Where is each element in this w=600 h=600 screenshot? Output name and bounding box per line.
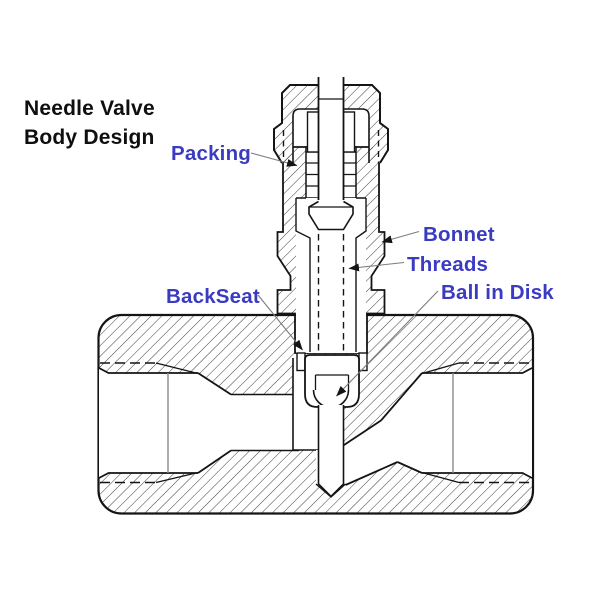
stem-bore-walls xyxy=(295,197,367,352)
diagram-text: Needle Valve Body Design Packing Bonnet … xyxy=(24,97,554,308)
bonnet-label: Bonnet xyxy=(423,223,495,246)
left-port-cone-lines xyxy=(197,372,232,474)
stem-edges xyxy=(317,77,345,201)
diagram-title-line1: Needle Valve xyxy=(24,97,155,120)
chamber-left-lines xyxy=(292,358,319,451)
backseat-collar-outline xyxy=(308,200,354,231)
ball-in-disk-label: Ball in Disk xyxy=(441,281,554,304)
left-port-countersink-lines xyxy=(155,362,199,484)
angled-channel-lines xyxy=(340,419,398,486)
left-port-cone xyxy=(198,373,231,473)
packing-leader xyxy=(250,152,298,167)
backseat-label: BackSeat xyxy=(166,285,260,308)
right-port-outline xyxy=(422,367,533,479)
diagram-title-line2: Body Design xyxy=(24,126,155,149)
needle-white xyxy=(318,405,344,497)
needle-outline xyxy=(317,405,345,498)
bonnet xyxy=(276,111,386,354)
bonnet-leader xyxy=(381,230,420,244)
backseat-leader xyxy=(257,294,303,351)
right-port-thread-dashes xyxy=(459,362,531,484)
left-port-bore xyxy=(99,368,198,478)
backseat-recess-left xyxy=(296,352,306,372)
packing-label: Packing xyxy=(171,142,251,165)
right-port-bore xyxy=(422,368,532,478)
leader-lines xyxy=(250,152,439,397)
stem-thread-dashes xyxy=(317,234,345,353)
ball-in-disk-leader xyxy=(336,290,439,397)
angled-channel xyxy=(341,420,398,485)
valve-stem xyxy=(308,77,354,353)
disk-insert-lines xyxy=(314,374,350,390)
right-port xyxy=(340,362,533,486)
right-port-countersink-lines xyxy=(421,362,460,484)
right-port-cone xyxy=(381,373,422,473)
left-passage-lines xyxy=(231,393,299,452)
stem-white xyxy=(318,77,344,201)
nut-bonnet-thread-dashes xyxy=(282,130,380,163)
right-port-cone-lines xyxy=(380,372,423,474)
left-port xyxy=(98,362,300,484)
threads-leader xyxy=(348,261,405,272)
left-port-thread-dashes xyxy=(100,362,156,484)
left-passage xyxy=(231,394,299,451)
threads-label: Threads xyxy=(407,253,488,276)
